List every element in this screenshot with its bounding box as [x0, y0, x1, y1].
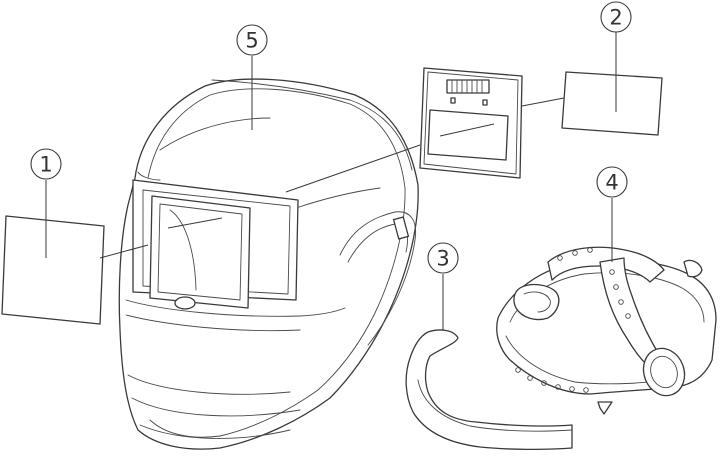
callout-5: 5 — [236, 24, 268, 56]
auto-darkening-filter — [419, 67, 523, 179]
headgear-harness — [496, 246, 717, 415]
sweatband — [405, 329, 573, 451]
callout-3: 3 — [427, 242, 459, 274]
leader-lines — [45, 32, 617, 330]
callout-5-label: 5 — [245, 29, 258, 53]
callout-1: 1 — [30, 148, 62, 180]
callout-1-label: 1 — [39, 153, 52, 177]
welding-helmet-shell — [118, 78, 419, 450]
callout-2: 2 — [600, 1, 632, 33]
callout-4-label: 4 — [605, 171, 618, 195]
outer-protective-lens — [561, 71, 663, 136]
inner-protective-lens — [1, 215, 105, 325]
callout-2-label: 2 — [609, 6, 622, 30]
callout-4: 4 — [596, 166, 628, 198]
callout-3-label: 3 — [436, 247, 449, 271]
